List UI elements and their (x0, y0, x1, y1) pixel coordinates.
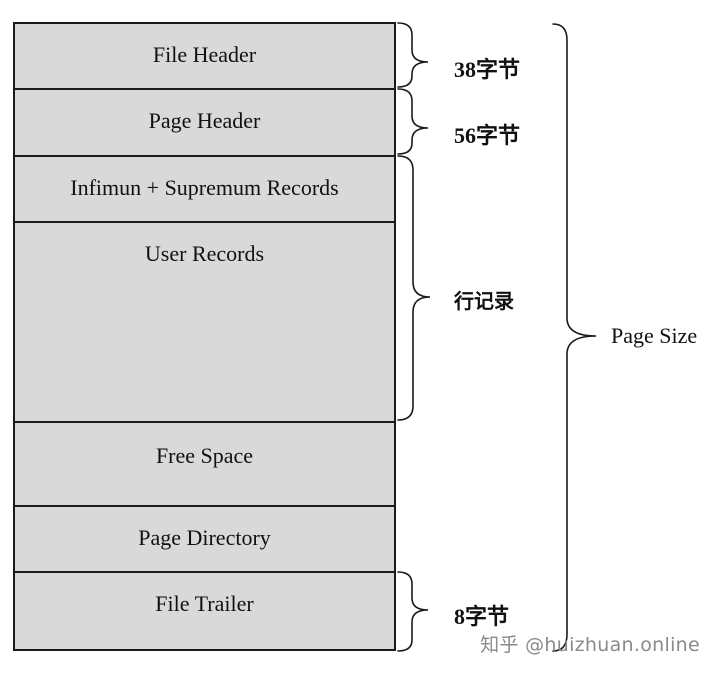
file-trailer-size-label: 8字节 (454, 604, 510, 629)
segment-infimum-supremum: Infimun + Supremum Records (15, 157, 394, 223)
file-header-size-label: 38字节 (454, 57, 521, 82)
brace-row-records (397, 155, 431, 421)
segment-label: Page Header (148, 108, 261, 133)
segment-label: File Header (152, 42, 257, 67)
segment-page-directory: Page Directory (15, 507, 394, 573)
segment-label: Infimun + Supremum Records (70, 175, 339, 200)
brace-file-trailer (397, 571, 429, 652)
row-records-label: 行记录 (454, 289, 514, 313)
brace-page-header (397, 88, 429, 155)
brace-page-size (552, 23, 597, 652)
segment-file-trailer: File Trailer (15, 573, 394, 649)
segment-free-space: Free Space (15, 423, 394, 507)
page-header-size-label: 56字节 (454, 123, 521, 148)
segment-file-header: File Header (15, 24, 394, 90)
segment-label: User Records (144, 241, 265, 266)
brace-file-header (397, 22, 429, 88)
page-size-label: Page Size (611, 323, 698, 348)
segment-label: File Trailer (155, 591, 254, 616)
watermark: 知乎 @huizhuan.online (480, 634, 700, 656)
innodb-page-structure: File Header Page Header Infimun + Suprem… (13, 22, 396, 651)
segment-label: Free Space (155, 443, 254, 468)
segment-user-records: User Records (15, 223, 394, 423)
segment-label: Page Directory (138, 525, 271, 550)
segment-page-header: Page Header (15, 90, 394, 157)
